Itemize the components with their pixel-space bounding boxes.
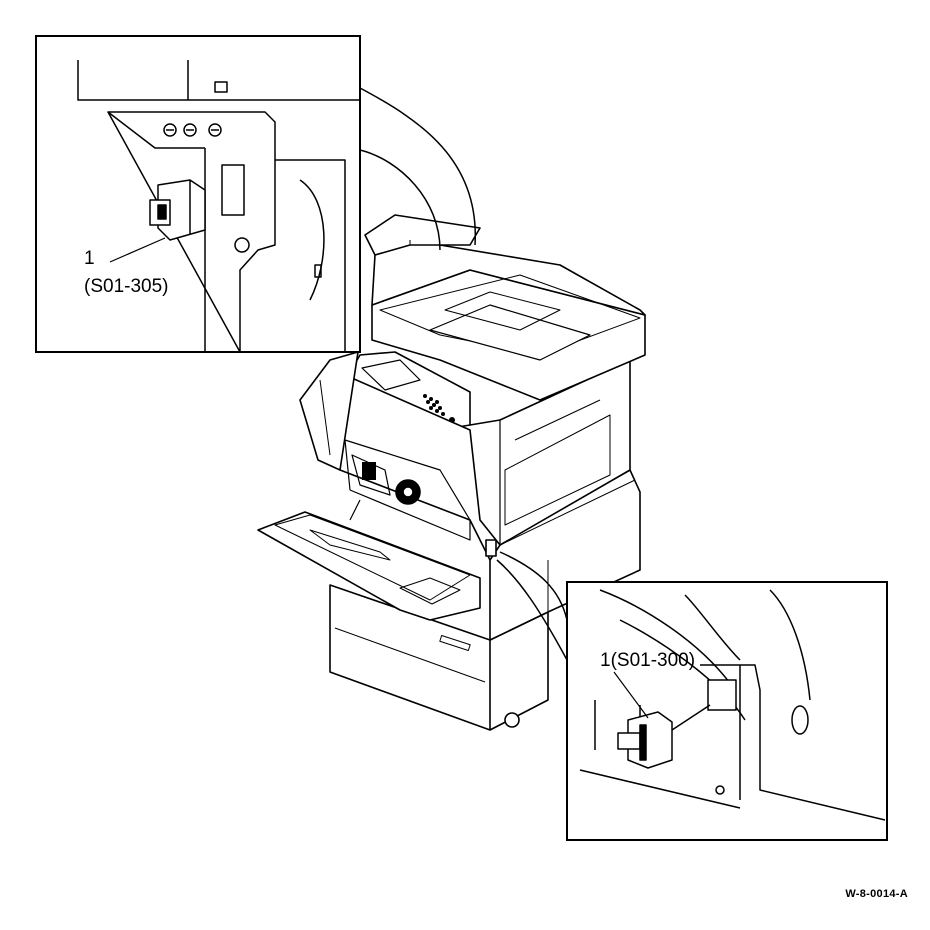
top-detail-inset: 1 (S01-305) <box>36 36 475 352</box>
top-callout-number: 1 <box>84 248 95 269</box>
bottom-callout-label: 1(S01-300) <box>600 650 695 671</box>
bottom-detail-inset: 1(S01-300) <box>497 552 887 840</box>
figure-id: W-8-0014-A <box>845 888 908 900</box>
printer-body <box>258 215 645 730</box>
top-callout-code: (S01-305) <box>84 276 169 297</box>
